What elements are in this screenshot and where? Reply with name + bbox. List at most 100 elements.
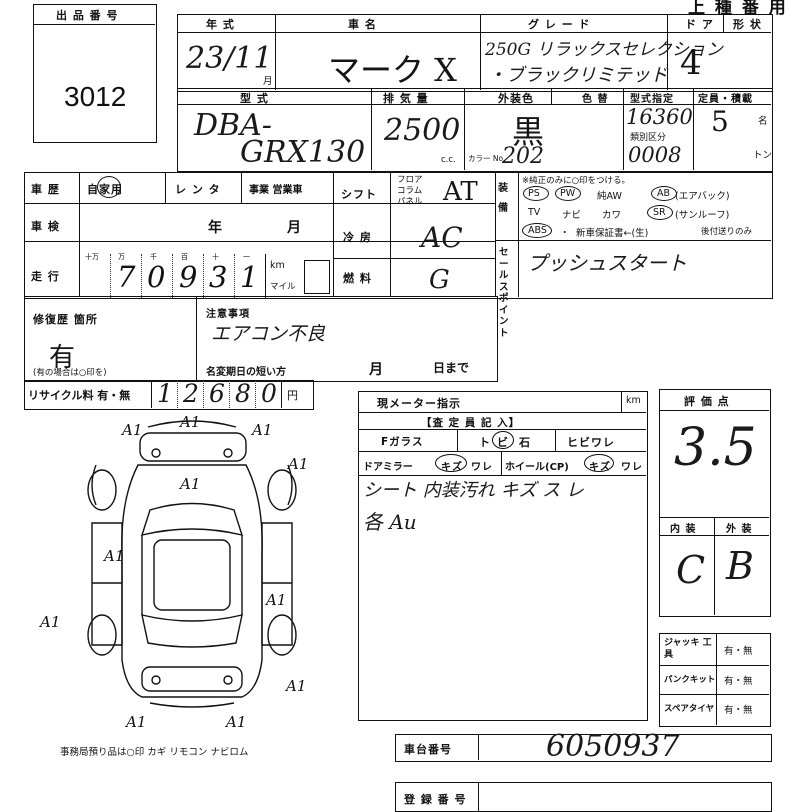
damage-mark-10: A1 xyxy=(124,713,146,731)
load-unit: トン xyxy=(753,150,773,161)
mile-unit: マイル xyxy=(270,282,296,292)
exterior-color-label: 外装色 xyxy=(498,92,534,105)
mileage-place-100k: 十万 xyxy=(85,253,99,261)
accessories-box: ジャッキ 工具 有・無 パンクキット 有・無 スペアタイヤ 有・無 xyxy=(659,633,771,727)
fuel-value: G xyxy=(429,265,450,295)
score-label: 評 価 点 xyxy=(684,395,730,408)
interior-label: 内 装 xyxy=(670,524,697,535)
recycle-digit-1: 1 xyxy=(157,379,173,408)
displacement-value: 2500 xyxy=(384,113,461,148)
repair-label: 修復歴 箇所 xyxy=(33,313,98,326)
mileage-digit-5: 1 xyxy=(240,260,259,294)
diagram-caption: 事務局預り品は○印 カギ リモコン ナビロム xyxy=(60,747,249,758)
inspection-month: 月 xyxy=(287,220,302,236)
color-code-value: 202 xyxy=(502,144,544,169)
grade-line-2: ・ブラックリミテッド xyxy=(488,65,668,86)
shift-option-floor: フロア xyxy=(397,175,423,185)
grade-label: グ レ ー ド xyxy=(528,18,591,31)
accessory-puncture-label: パンクキット xyxy=(664,675,716,685)
doors-label: ド ア xyxy=(685,18,714,31)
accessory-puncture-value: 有・無 xyxy=(724,676,753,687)
notes-label: 注意事項 xyxy=(206,309,250,320)
mileage-label: 走 行 xyxy=(31,270,60,283)
km-unit: km xyxy=(270,260,285,271)
equip-sr-note: (サンルーフ) xyxy=(675,210,730,221)
chassis-label: 車台番号 xyxy=(404,743,452,756)
mirror-circle xyxy=(435,454,467,472)
repair-table: 修復歴 箇所 有 (有の場合は○印を) 注意事項 エアコン不良 名変期日の短い方… xyxy=(24,296,498,382)
mileage-digits: 十万 万 千 百 十 一 7 0 9 3 1 km マイル xyxy=(79,253,296,298)
damage-mark-7: A1 xyxy=(264,591,286,609)
equip-warranty: 新車保証書←(生) xyxy=(576,228,649,239)
sales-point-label: セールスポイント xyxy=(499,247,509,339)
doors-value: 4 xyxy=(680,43,702,83)
inspection-year: 年 xyxy=(208,220,223,236)
notes-value: エアコン不良 xyxy=(211,323,326,345)
chassis-value: 6050937 xyxy=(546,729,680,764)
year-label: 年 式 xyxy=(206,18,235,31)
mile-checkbox xyxy=(304,260,330,294)
car-damage-diagram: A1 A1 A1 A1 A1 A1 A1 A1 A1 A1 A1 xyxy=(38,413,308,731)
equip-sr-circle xyxy=(647,205,673,220)
f-glass-label: Fガラス xyxy=(381,436,424,448)
damage-mark-3: A1 xyxy=(250,421,272,439)
exterior-value: B xyxy=(726,544,754,588)
accessory-jack-value: 有・無 xyxy=(724,646,753,657)
accessory-spare-value: 有・無 xyxy=(724,705,753,716)
recycle-unit: 円 xyxy=(287,389,298,402)
type-designation-label: 型式指定 xyxy=(630,94,674,105)
mileage-place-10: 十 xyxy=(212,253,219,261)
equip-abs-circle xyxy=(522,223,552,238)
damage-mark-9: A1 xyxy=(284,677,306,695)
inspector-comment-1: シート 内装汚れ キズ ス レ xyxy=(363,480,584,501)
type-line-1: DBA- xyxy=(194,108,272,143)
recycle-digit-3: 6 xyxy=(209,379,225,408)
history-private-circle xyxy=(97,176,121,198)
equip-ab-circle xyxy=(651,186,677,201)
damage-mark-11: A1 xyxy=(224,713,246,731)
wheel-option-crack: ワレ xyxy=(621,462,643,473)
inspector-comment-2: 各 Au xyxy=(363,510,417,534)
model-table: 型 式 排 気 量 外装色 色 替 型式指定 定員・積載 DBA- GRX130… xyxy=(177,88,773,172)
color-change-label: 色 替 xyxy=(582,94,609,105)
shift-value: AT xyxy=(443,177,478,207)
mileage-place-1k: 千 xyxy=(150,253,157,261)
equipment-note: ※純正のみに○印をつける。 xyxy=(522,176,631,186)
ac-label: 冷 房 xyxy=(343,231,372,244)
equip-pw-circle xyxy=(555,186,581,201)
type-line-2: GRX130 xyxy=(240,135,366,170)
class-number-value: 0008 xyxy=(628,143,682,167)
inspector-header: 【査 定 員 記 入】 xyxy=(421,417,521,429)
inspection-label: 車 検 xyxy=(31,220,60,233)
mileage-digit-2: 0 xyxy=(147,260,166,294)
f-glass-option-1: ト xyxy=(479,436,491,449)
damage-mark-2: A1 xyxy=(178,413,200,431)
damage-mark-6: A1 xyxy=(102,547,124,565)
f-glass-option-3: 石 xyxy=(519,436,531,449)
damage-mark-8: A1 xyxy=(38,613,60,631)
equip-camera: カワ xyxy=(602,210,622,221)
recycle-label: リサイクル料 有・無 xyxy=(28,389,131,402)
recycle-digit-2: 2 xyxy=(183,379,199,408)
repair-value: 有 xyxy=(49,343,76,373)
evaluation-box: 評 価 点 3.5 内 装 外 装 C B xyxy=(659,389,771,617)
history-label: 車 歴 xyxy=(31,183,60,196)
mileage-place-100: 百 xyxy=(181,253,188,261)
f-glass-circle xyxy=(492,431,514,449)
f-glass-option-4: ヒビワレ xyxy=(567,436,615,449)
wheel-label: ホイール(CP) xyxy=(505,462,569,473)
year-value: 23/11 xyxy=(186,41,273,76)
registration-row: 登 録 番 号 xyxy=(395,782,772,812)
equip-ps-circle xyxy=(523,186,549,201)
lot-number-label: 出 品 番 号 xyxy=(56,9,119,22)
header-table: 年 式 車 名 グ レ ー ド ド ア 形 状 23/11 月 マーク X 25… xyxy=(177,14,773,92)
history-option-rental: レ ン タ xyxy=(175,183,221,196)
shift-option-panel: パネル xyxy=(397,197,423,207)
name-change-label: 名変期日の短い方 xyxy=(206,367,286,378)
sales-point-value: プッシュスタート xyxy=(527,251,687,275)
repair-note: (有の場合は○印を) xyxy=(33,368,107,378)
damage-mark-1: A1 xyxy=(120,421,142,439)
grade-line-1: 250G リラックスセレクション xyxy=(485,40,723,60)
color-code-label: カラー No. xyxy=(468,154,506,163)
mileage-digit-1: 7 xyxy=(117,260,136,294)
